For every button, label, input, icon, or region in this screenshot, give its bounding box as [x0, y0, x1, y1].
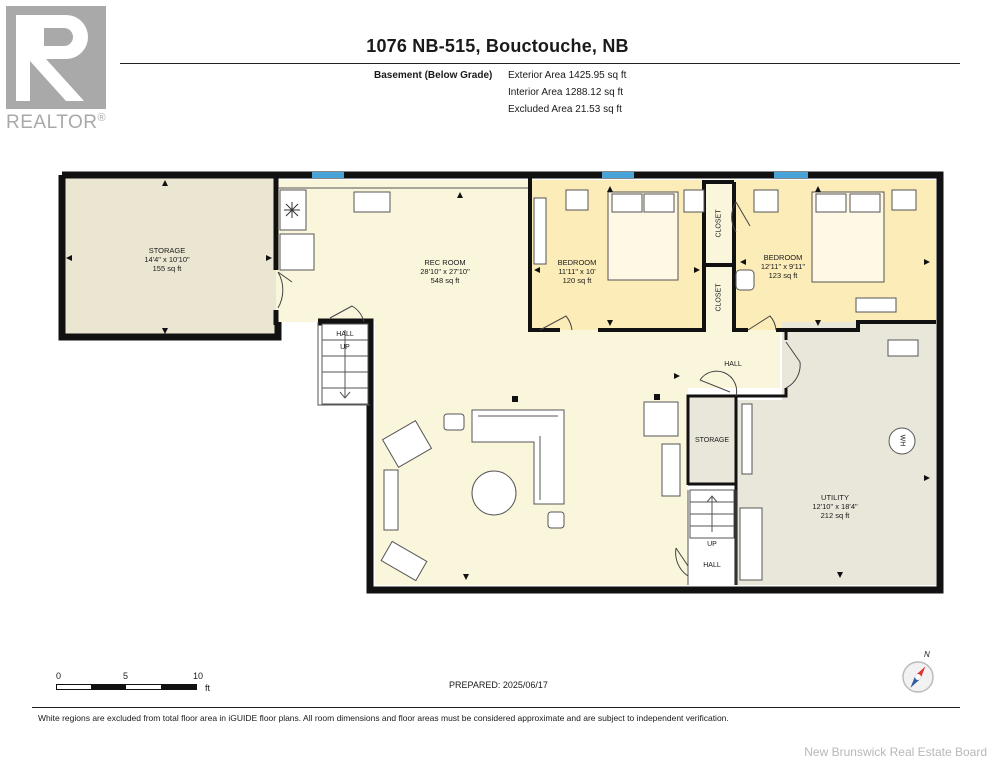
- doors: [277, 201, 801, 577]
- round-table: [471, 470, 517, 516]
- rec-room-dims: 28'10" x 27'10": [420, 267, 470, 276]
- small-storage-fill: [688, 396, 736, 484]
- rec-room-area: 548 sq ft: [430, 276, 460, 285]
- thin-lines: [278, 187, 737, 585]
- window: [774, 172, 808, 178]
- floor-label: Basement (Below Grade): [374, 70, 493, 81]
- storage-room-name: STORAGE: [148, 246, 186, 255]
- closet-fill: [704, 180, 734, 330]
- storage-room-fill: [62, 177, 276, 337]
- window: [312, 172, 344, 178]
- prepared-date: PREPARED: 2025/06/17: [449, 680, 548, 690]
- closet1-label: CLOSET: [715, 209, 723, 238]
- closet2-label: CLOSET: [715, 283, 723, 312]
- realtor-logo-mark: ®: [97, 112, 107, 124]
- bench: [855, 297, 897, 313]
- ottoman: [443, 413, 465, 431]
- storage-room-label: STORAGE 14'4" x 10'10" 155 sq ft: [112, 246, 222, 273]
- footer-disclaimer: White regions are excluded from total fl…: [38, 713, 729, 723]
- scale-unit: ft: [205, 683, 211, 693]
- utility-name: UTILITY: [821, 493, 849, 502]
- water-heater-label: WH: [898, 434, 906, 447]
- nightstand: [753, 189, 779, 213]
- fan-icon: [284, 202, 300, 218]
- water-heater: [888, 427, 916, 455]
- compass: N: [900, 650, 942, 698]
- hall-right-label: HALL: [724, 361, 742, 368]
- side-table: [383, 469, 399, 531]
- page-title: 1076 NB-515, Bouctouche, NB: [366, 36, 629, 56]
- nightstand: [565, 189, 589, 211]
- bedroom2-label: BEDROOM 12'11" x 9'11" 123 sq ft: [748, 253, 818, 280]
- dimension-ticks: [66, 180, 930, 580]
- rec-room-label: REC ROOM 28'10" x 27'10" 548 sq ft: [400, 258, 490, 285]
- room-fills: [62, 177, 936, 585]
- compass-icon: [902, 661, 934, 693]
- up-top-label: UP: [340, 344, 350, 351]
- rec-room-name: REC ROOM: [424, 258, 466, 267]
- armchair: [381, 419, 433, 469]
- small-markers: [512, 394, 660, 402]
- windows: [312, 172, 808, 178]
- bedroom1-name: BEDROOM: [557, 258, 597, 267]
- ottoman: [547, 511, 565, 529]
- stairs-top: [321, 323, 369, 405]
- chair: [735, 269, 755, 291]
- compass-north-label: N: [924, 650, 930, 659]
- footer-rule: [32, 707, 960, 708]
- scale-tick-0: 0: [56, 671, 62, 681]
- scale-tick-5: 5: [123, 671, 129, 681]
- furniture: [279, 189, 919, 582]
- nightstand: [891, 189, 917, 211]
- title-rule: [120, 63, 960, 64]
- bedroom1-label: BEDROOM 11'11" x 10' 120 sq ft: [542, 258, 612, 285]
- bedroom2-area: 123 sq ft: [768, 271, 798, 280]
- panel: [887, 339, 919, 357]
- bedroom1-area: 120 sq ft: [562, 276, 592, 285]
- storage-room-dims: 14'4" x 10'10": [144, 255, 190, 264]
- utility-label: UTILITY 12'10" x 18'4" 212 sq ft: [800, 493, 870, 520]
- storage-room-area: 155 sq ft: [152, 264, 182, 273]
- realtor-logo-text: REALTOR: [6, 112, 98, 133]
- interior-area: Interior Area 1288.12 sq ft: [508, 87, 624, 98]
- realtor-logo-icon: [6, 6, 106, 109]
- stairs-bottom: [689, 489, 735, 539]
- hall-bottom-label: HALL: [703, 562, 721, 569]
- bar: [741, 403, 753, 475]
- armchair: [380, 540, 428, 582]
- dresser: [533, 197, 547, 265]
- window: [602, 172, 634, 178]
- hall-top-label: HALL: [336, 331, 354, 338]
- bedroom2-name: BEDROOM: [763, 253, 803, 262]
- shelf: [739, 507, 763, 581]
- excluded-area: Excluded Area 21.53 sq ft: [508, 104, 622, 115]
- realtor-logo: REALTOR®: [6, 6, 116, 134]
- counter: [279, 233, 315, 271]
- sectional-sofa: [471, 409, 565, 505]
- bedroom2-dims: 12'11" x 9'11": [760, 262, 806, 271]
- chair: [643, 401, 679, 437]
- bedroom1-dims: 11'11" x 10': [558, 267, 596, 276]
- utility-dims: 12'10" x 18'4": [812, 502, 858, 511]
- table: [353, 191, 391, 213]
- exterior-area: Exterior Area 1425.95 sq ft: [508, 70, 627, 81]
- small-storage-label: STORAGE: [694, 437, 730, 444]
- tv-stand: [661, 443, 681, 497]
- watermark: New Brunswick Real Estate Board: [804, 745, 987, 759]
- rec-room-fill: [276, 180, 780, 585]
- scale-bar: [56, 684, 197, 690]
- nightstand: [683, 189, 705, 213]
- utility-area: 212 sq ft: [820, 511, 850, 520]
- scale-tick-10: 10: [193, 671, 204, 681]
- up-bottom-label: UP: [707, 541, 717, 548]
